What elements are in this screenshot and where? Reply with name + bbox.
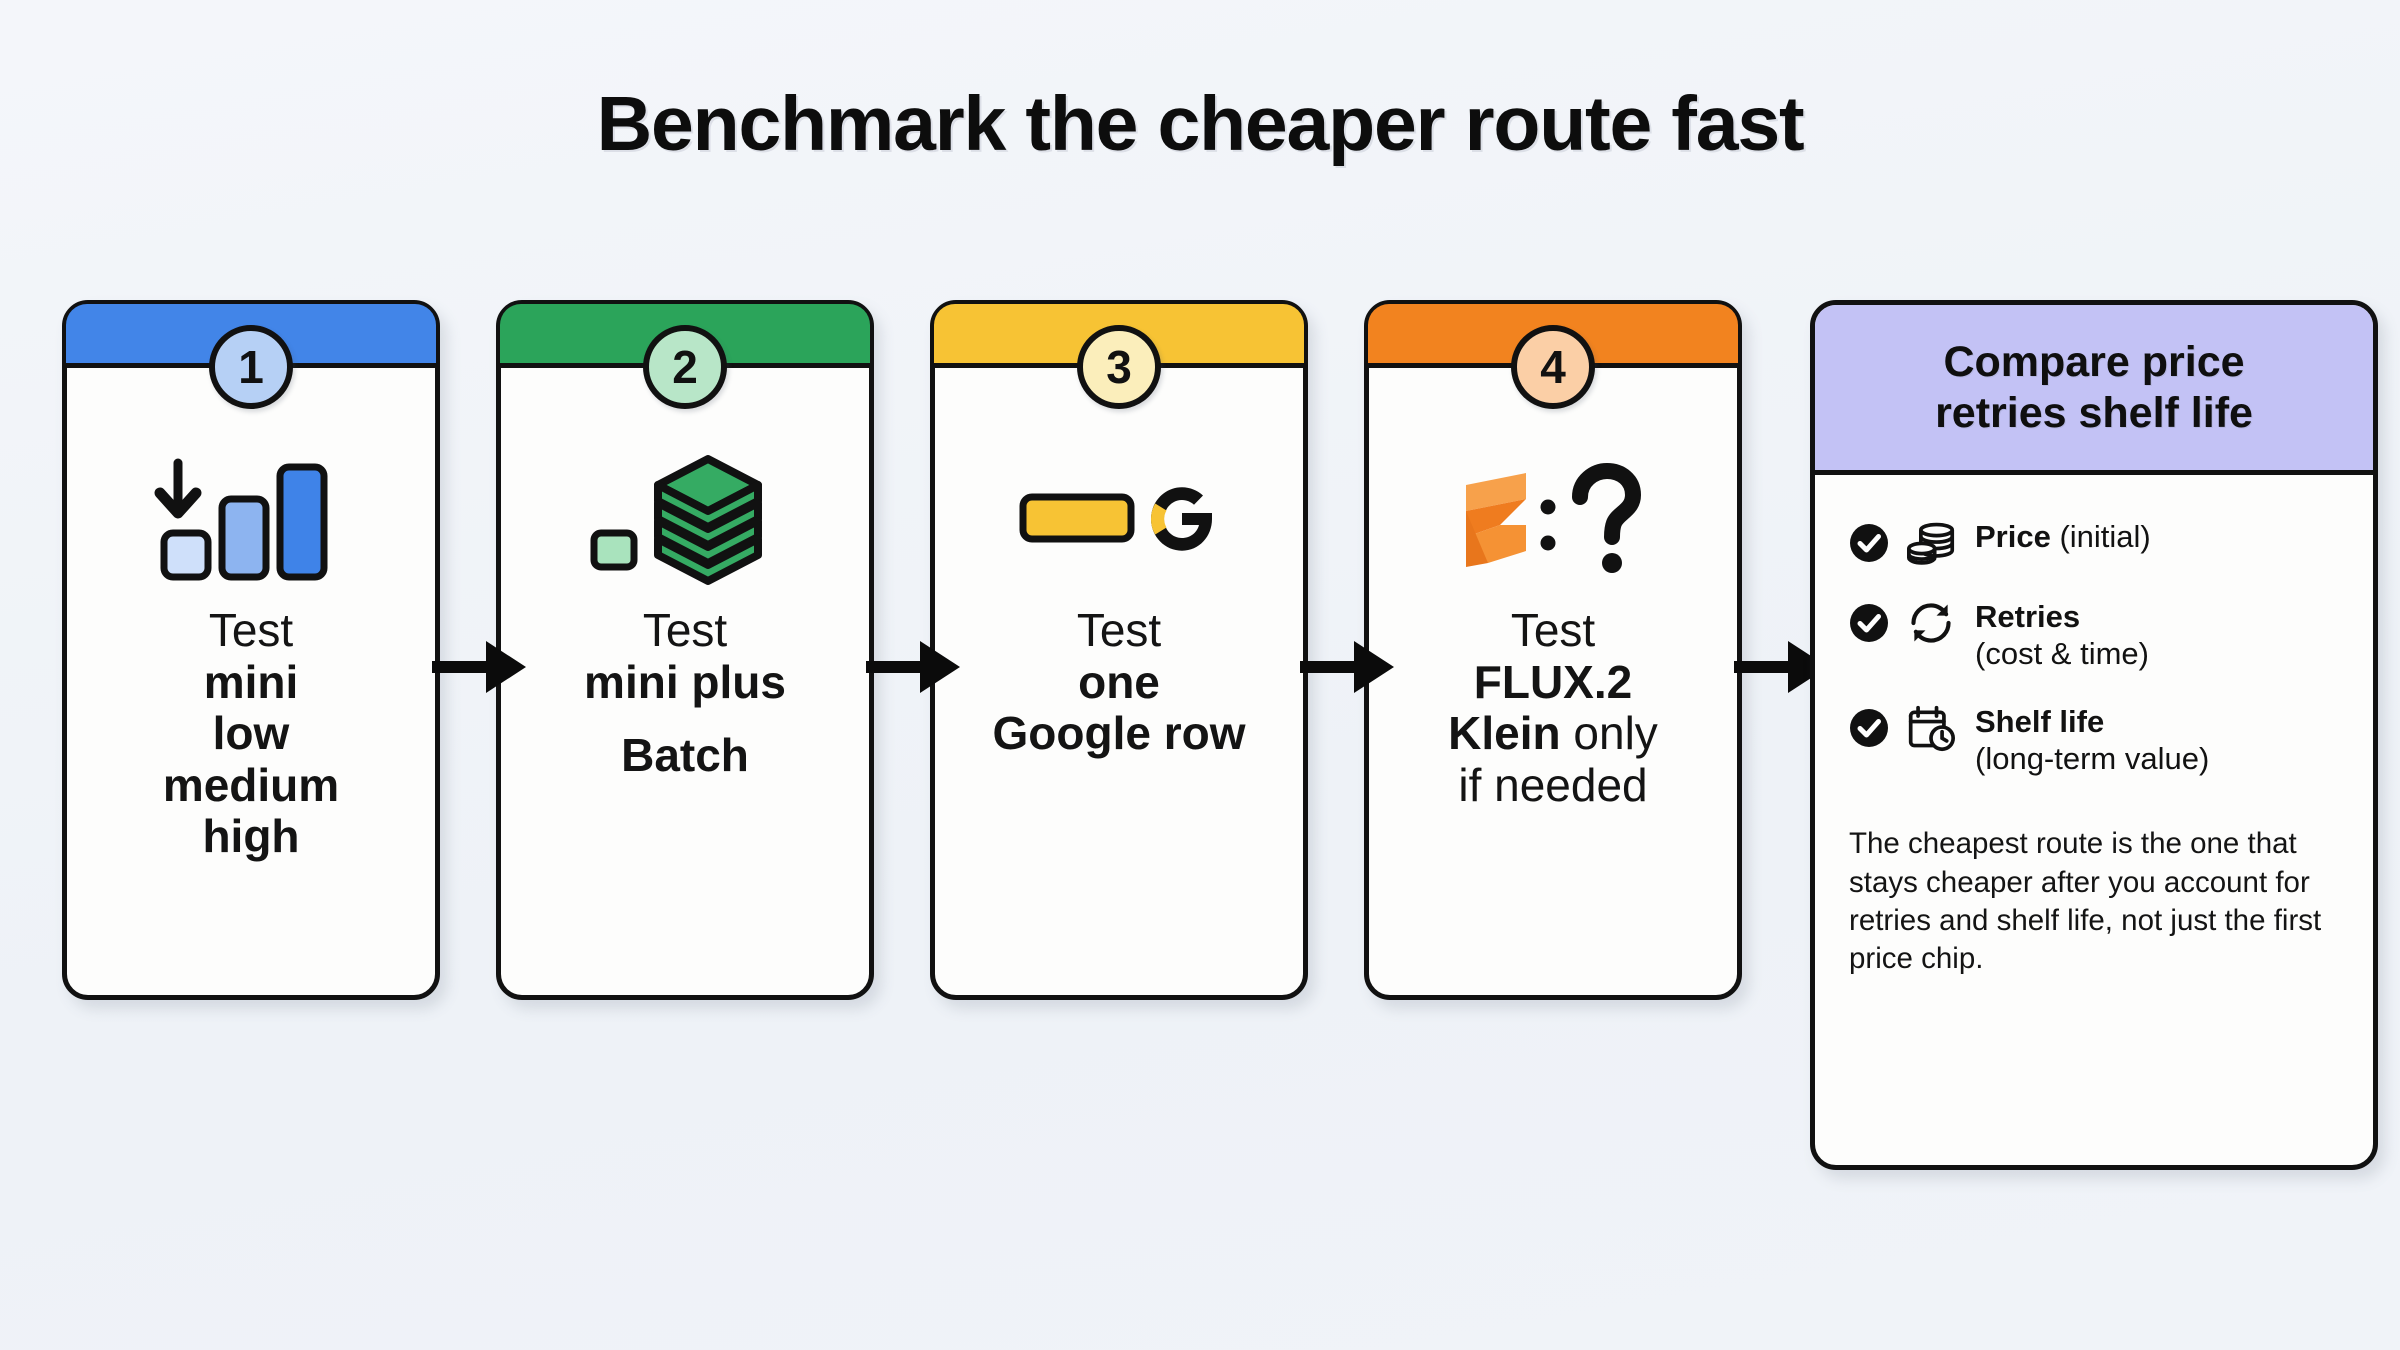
check-circle-icon [1849,708,1889,748]
step-badge-2-number: 2 [672,341,698,393]
step-card-1[interactable]: 1 Test mini low medium high [62,300,440,1000]
step1-line2: mini [203,655,299,708]
summary-note: The cheapest route is the one that stays… [1849,827,2322,976]
step-card-3-text: Test one Google row [953,604,1285,760]
bar-chart-down-icon [67,455,435,585]
step1-line5: high [202,810,300,863]
checklist-price-label: Price (initial) [1975,519,2151,556]
flow-arrow-4-to-summary [1734,635,1830,699]
step-badge-1: 1 [209,325,293,409]
step3-line3: Google row [992,707,1246,760]
retries-note: (cost & time) [1975,635,2149,671]
step-badge-3: 3 [1077,325,1161,409]
check-circle-icon [1849,603,1889,643]
step3-line2: one [1078,655,1160,708]
step-badge-4-number: 4 [1540,341,1566,393]
google-row-icon [935,455,1303,585]
step2-line3: Batch [621,729,749,782]
step4-line3b: only [1573,707,1658,760]
step4-line4: if needed [1458,758,1648,811]
price-note: (initial) [2059,519,2151,554]
step-badge-3-number: 3 [1106,341,1132,393]
step2-line2: mini plus [584,655,786,708]
checklist-retries-label: Retries (cost & time) [1975,599,2149,672]
step-badge-1-number: 1 [238,341,264,393]
step-card-4[interactable]: 4 Test FLUX.2 [1364,300,1742,1000]
shelf-life-note: (long-term value) [1975,740,2210,776]
flow-arrow-1-to-2 [432,635,528,699]
calendar-clock-icon [1905,704,1957,752]
summary-checklist: Price (initial) [1815,475,2373,777]
stacked-layers-icon [501,455,869,585]
flow-arrow-3-to-4 [1300,635,1396,699]
flux-question-icon [1369,455,1737,585]
flow-arrow-2-to-3 [866,635,962,699]
summary-header-line1: Compare price [1943,337,2245,386]
step1-line3: low [212,707,290,760]
page-title: Benchmark the cheaper route fast [596,81,1805,167]
step4-line3: Klein [1448,707,1561,760]
step-card-3[interactable]: 3 Test one Google row [930,300,1308,1000]
step3-line1: Test [1076,604,1162,656]
refresh-icon [1905,599,1957,647]
summary-header-text: Compare price retries shelf life [1935,337,2253,438]
summary-header-line2: retries shelf life [1935,388,2253,437]
retries-label: Retries [1975,599,2081,634]
check-circle-icon [1849,523,1889,563]
step4-line1: Test [1510,604,1596,656]
step-card-1-text: Test mini low medium high [85,604,417,863]
step-card-2-text: Test mini plus Batch [519,604,851,782]
shelf-life-label: Shelf life [1975,704,2105,740]
step2-line1: Test [642,604,728,656]
flux-logo-mark [1466,473,1526,567]
coins-icon [1905,519,1957,567]
step1-line1: Test [208,604,294,656]
checklist-shelf-life-label: Shelf life (long-term value) [1975,704,2209,777]
step-card-4-text: Test FLUX.2 Klein only if needed [1387,604,1719,811]
step-card-2[interactable]: 2 Test mini plus Batch [496,300,874,1000]
step1-line4: medium [162,758,340,811]
checklist-item-price[interactable]: Price (initial) [1849,519,2339,567]
price-label: Price [1975,519,2051,554]
step-badge-2: 2 [643,325,727,409]
process-flow: 1 Test mini low medium high [62,300,2378,1200]
step-badge-4: 4 [1511,325,1595,409]
summary-panel-header: Compare price retries shelf life [1815,305,2373,475]
checklist-item-shelf-life[interactable]: Shelf life (long-term value) [1849,704,2339,777]
summary-panel[interactable]: Compare price retries shelf life [1810,300,2378,1170]
checklist-item-retries[interactable]: Retries (cost & time) [1849,599,2339,672]
step4-line2: FLUX.2 [1473,655,1633,708]
